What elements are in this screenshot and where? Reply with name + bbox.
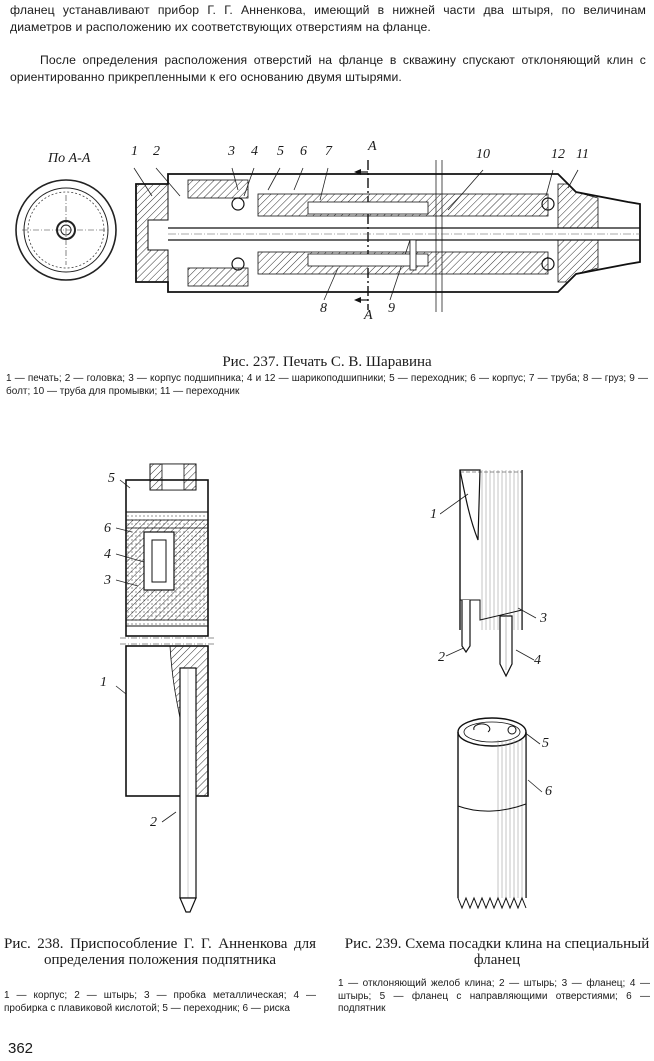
figure-238-legend: 1 — корпус; 2 — штырь; 3 — пробка металл… [4,990,316,1014]
part-label-3: 3 [104,573,111,588]
figure-239-legend: 1 — отклоняющий желоб клина; 2 — штырь; … [338,978,650,1014]
figure-239-caption: Рис. 239. Схема посадки клина на специал… [344,936,650,968]
part-label-9: 9 [388,301,395,316]
part-label-5: 5 [108,471,115,486]
section-view-drawing [15,179,117,281]
part-label-1: 1 [100,675,107,690]
part-label-1: 1 [131,144,138,159]
section-mark-top: А [368,139,377,154]
figure-237-caption: Рис. 237. Печать С. В. Шаравина [222,354,432,370]
part-label-1: 1 [430,507,437,522]
part-label-4: 4 [104,547,111,562]
wedge-flange-drawing [440,469,543,910]
part-label-2: 2 [438,650,445,665]
part-label-2: 2 [153,144,160,159]
figure-237-legend: 1 — печать; 2 — головка; 3 — корпус подш… [6,373,648,397]
part-label-4: 4 [251,144,258,159]
part-label-10: 10 [476,147,490,162]
part-label-7: 7 [325,144,332,159]
paragraph-1: фланец устанавливают прибор Г. Г. Анненк… [10,3,646,34]
part-label-2: 2 [150,815,157,830]
part-label-5: 5 [542,736,549,751]
paragraph-2: После определения расположения отверстий… [10,53,646,84]
part-label-6: 6 [104,521,111,536]
page-number: 362 [8,1040,34,1057]
part-label-12: 12 [551,147,565,162]
figure-238-caption: Рис. 238. Приспособление Г. Г. Анненкова… [4,936,316,968]
part-label-6: 6 [545,784,552,799]
part-label-5: 5 [277,144,284,159]
device-drawing [115,463,214,913]
part-label-3: 3 [228,144,235,159]
part-label-11: 11 [576,147,589,162]
part-label-6: 6 [300,144,307,159]
section-label: По А-А [48,151,91,166]
part-label-8: 8 [320,301,327,316]
part-label-4: 4 [534,653,541,668]
assembly-drawing [133,160,641,312]
section-mark-bottom: А [364,308,373,323]
part-label-3: 3 [540,611,547,626]
